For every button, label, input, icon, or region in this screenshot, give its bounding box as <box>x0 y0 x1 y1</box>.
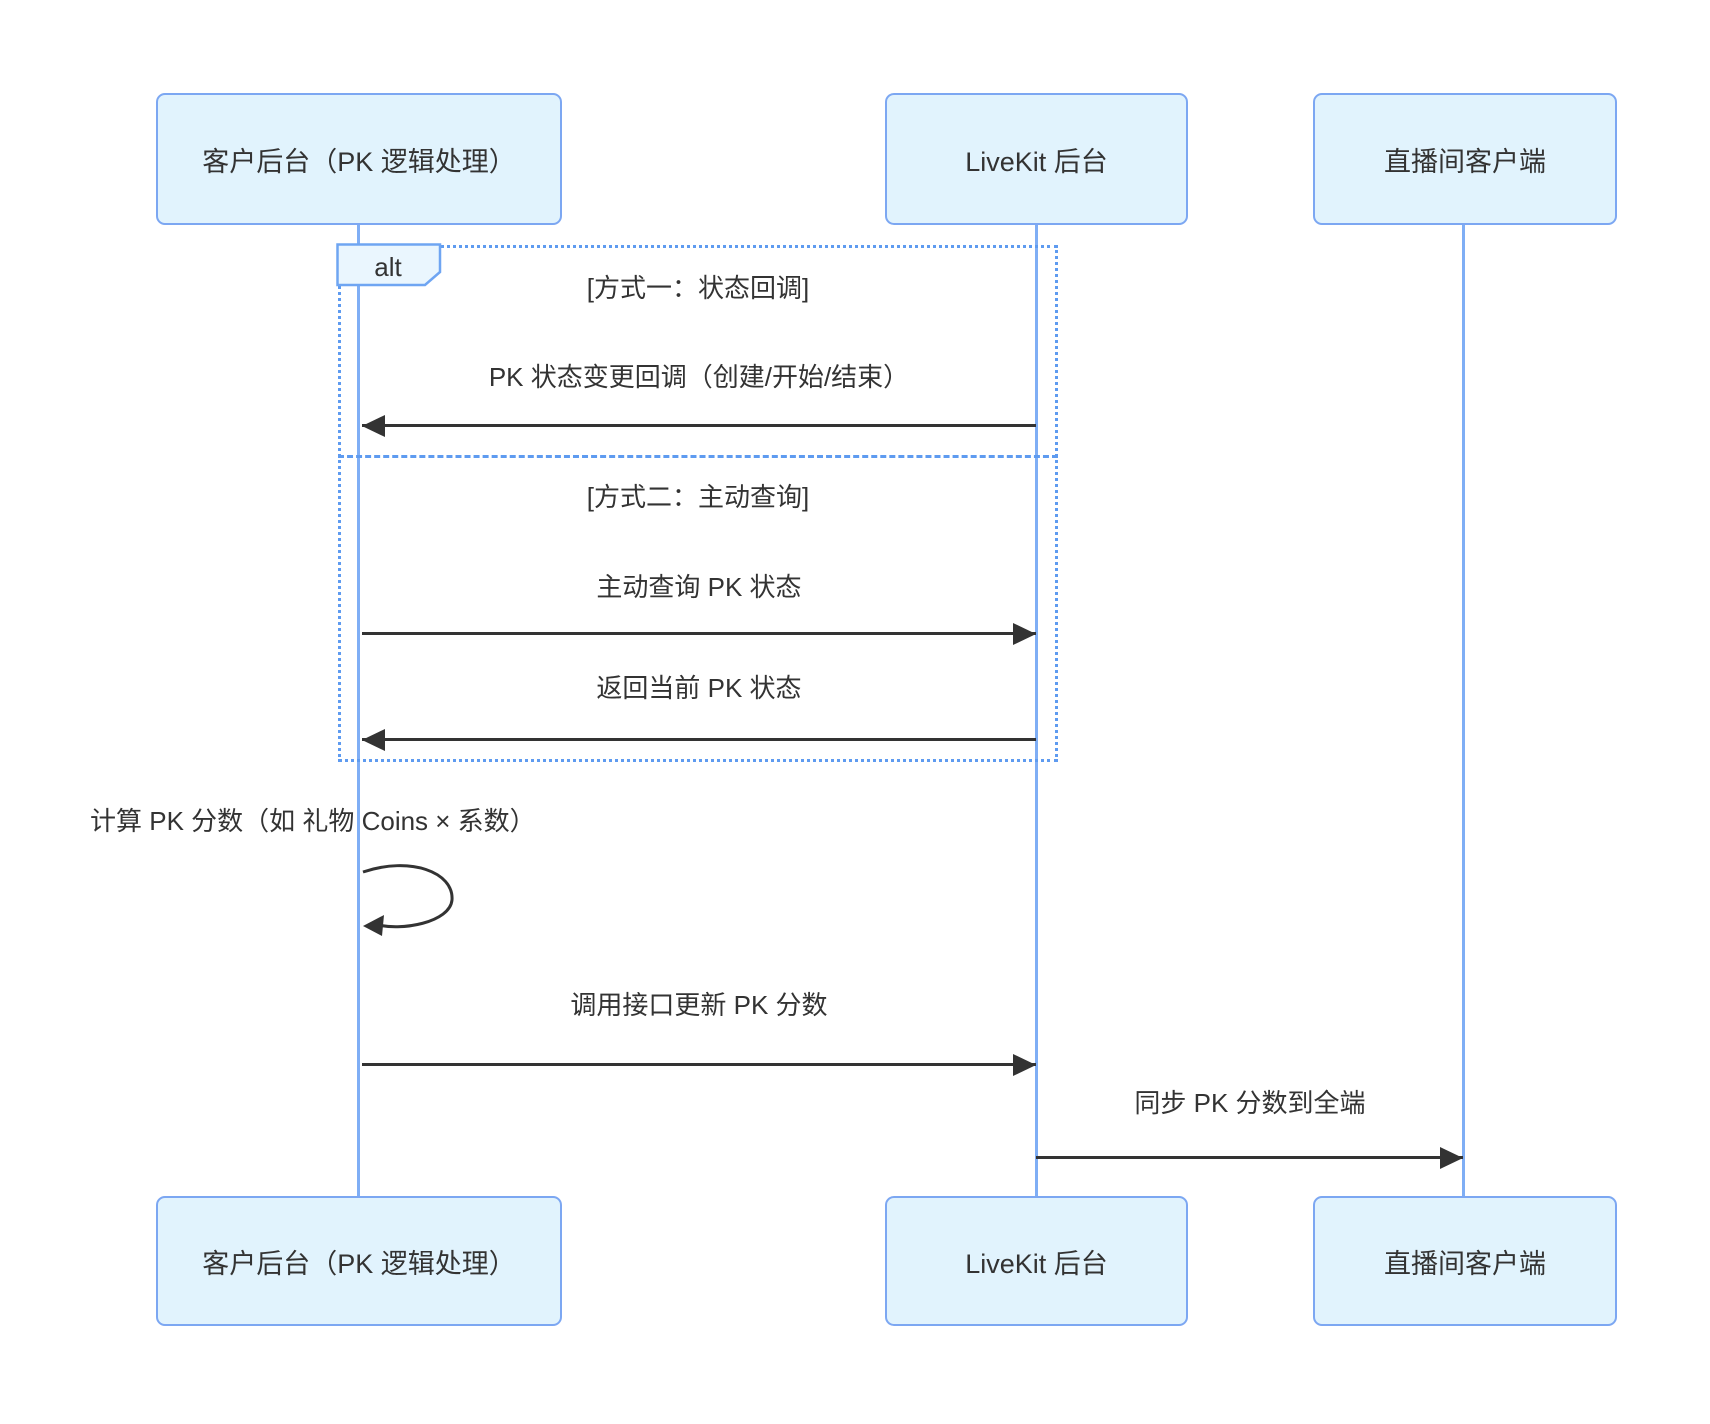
arrow-shaft <box>1036 1156 1463 1159</box>
actor-bottom-livekit-backend: LiveKit 后台 <box>885 1196 1188 1326</box>
actor-top-liveroom-client: 直播间客户端 <box>1313 93 1617 225</box>
message-arrow-sync-score <box>1036 1147 1463 1169</box>
arrow-shaft <box>362 738 1036 741</box>
message-arrow-update-score <box>362 1054 1036 1076</box>
lifeline-customer-backend <box>357 225 360 1197</box>
actor-label: 客户后台（PK 逻辑处理） <box>202 146 516 177</box>
lifeline-liveroom-client <box>1462 225 1465 1197</box>
actor-label: LiveKit 后台 <box>965 1248 1108 1279</box>
message-arrow-active-query <box>362 623 1036 645</box>
message-label-sync-score: 同步 PK 分数到全端 <box>1134 1088 1366 1118</box>
arrow-shaft <box>362 632 1036 635</box>
arrowhead-left-icon <box>362 415 385 437</box>
message-label-active-query: 主动查询 PK 状态 <box>596 572 802 602</box>
message-label-compute-score: 计算 PK 分数（如 礼物 Coins × 系数） <box>90 806 536 836</box>
actor-label: 直播间客户端 <box>1384 146 1546 177</box>
self-loop-arrow <box>362 864 454 936</box>
message-arrow-status-callback <box>362 415 1036 437</box>
message-label-update-score: 调用接口更新 PK 分数 <box>570 990 828 1020</box>
message-label-status-callback: PK 状态变更回调（创建/开始/结束） <box>488 362 910 392</box>
lifeline-livekit-backend <box>1035 225 1038 1197</box>
alt-label-tab <box>336 243 442 287</box>
arrow-shaft <box>362 1063 1036 1066</box>
actor-top-customer-backend: 客户后台（PK 逻辑处理） <box>156 93 562 225</box>
message-label-return-state: 返回当前 PK 状态 <box>596 673 802 703</box>
arrow-shaft <box>362 424 1036 427</box>
alt-fragment-frame <box>338 245 1058 762</box>
alt-condition-1: [方式一：状态回调] <box>586 273 810 303</box>
arrowhead-right-icon <box>1440 1147 1463 1169</box>
actor-label: LiveKit 后台 <box>965 146 1108 177</box>
alt-section-divider <box>338 455 1058 458</box>
actor-top-livekit-backend: LiveKit 后台 <box>885 93 1188 225</box>
actor-bottom-customer-backend: 客户后台（PK 逻辑处理） <box>156 1196 562 1326</box>
actor-bottom-liveroom-client: 直播间客户端 <box>1313 1196 1617 1326</box>
alt-label: alt <box>374 251 402 282</box>
arrowhead-left-icon <box>362 729 385 751</box>
actor-label: 客户后台（PK 逻辑处理） <box>202 1248 516 1279</box>
arrowhead-right-icon <box>1013 623 1036 645</box>
actor-label: 直播间客户端 <box>1384 1248 1546 1279</box>
alt-condition-2: [方式二：主动查询] <box>586 482 810 512</box>
message-arrow-return-state <box>362 729 1036 751</box>
arrowhead-right-icon <box>1013 1054 1036 1076</box>
